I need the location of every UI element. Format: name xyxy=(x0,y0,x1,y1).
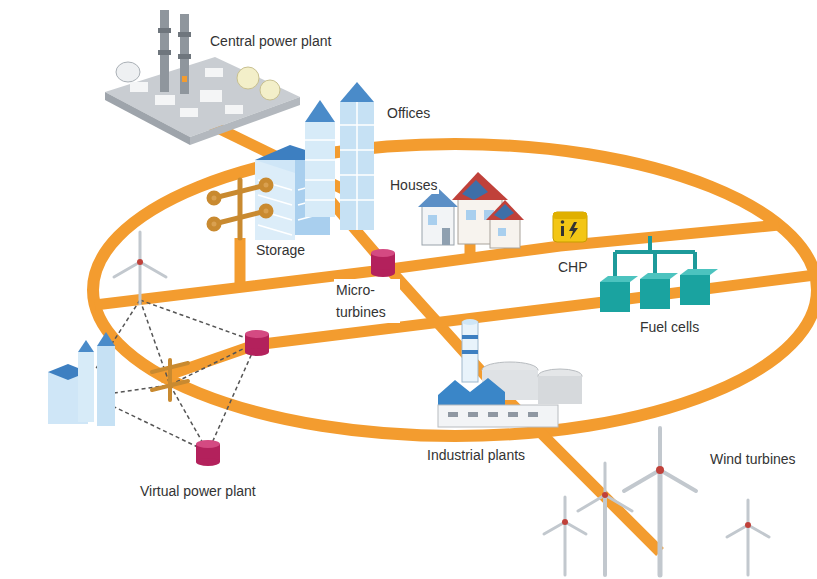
chp-icon xyxy=(553,212,587,242)
component-label: Central power plant xyxy=(208,32,333,50)
power-lines xyxy=(93,112,817,552)
component-label: Wind turbines xyxy=(708,450,798,468)
component-label: Storage xyxy=(254,241,307,259)
storage-icon xyxy=(209,180,271,238)
fuel-cells-icon xyxy=(600,236,718,312)
component-label: CHP xyxy=(556,258,590,276)
component-label: Virtual power plant xyxy=(138,482,258,500)
office-buildings-icon xyxy=(255,82,374,240)
component-label: Industrial plants xyxy=(425,446,527,464)
power-plant-icon xyxy=(105,10,300,145)
component-label: Houses xyxy=(388,176,439,194)
component-label: Fuel cells xyxy=(638,318,701,336)
component-label: Offices xyxy=(385,104,432,122)
industrial-plant-icon xyxy=(438,319,582,427)
micro-turbine-icon xyxy=(371,249,395,277)
component-label: Micro- turbines xyxy=(334,279,400,323)
virtual-power-plant-icon xyxy=(48,232,269,466)
